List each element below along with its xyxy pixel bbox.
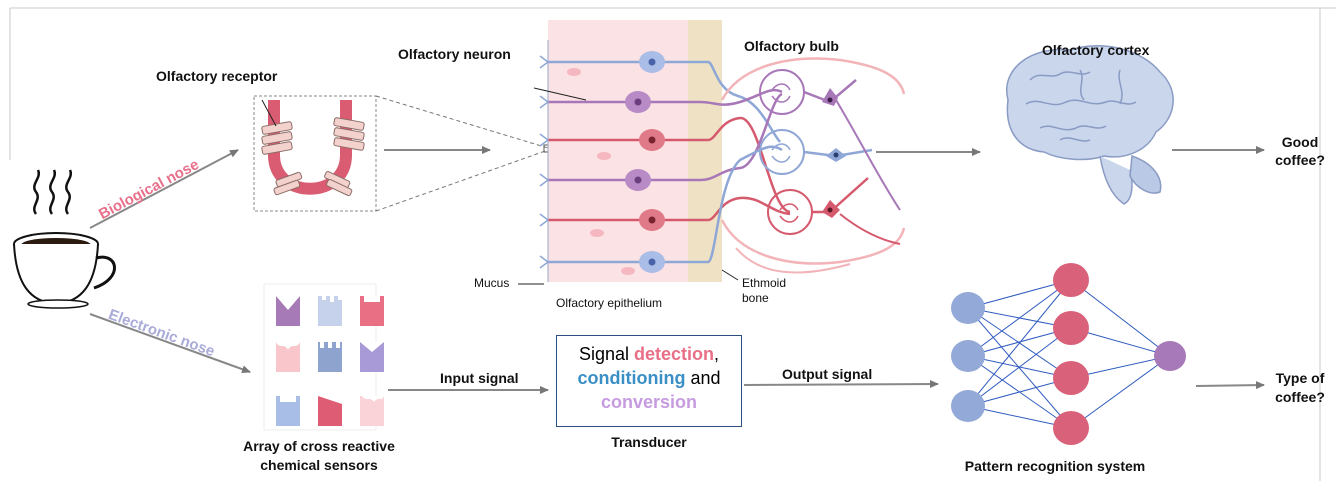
label-good-coffee-line2: coffee? xyxy=(1275,152,1325,168)
network-edge xyxy=(967,327,1072,407)
network-edge xyxy=(967,307,1072,429)
output-node xyxy=(1154,341,1186,371)
olfactory-bulb xyxy=(720,57,906,274)
transducer-text-signal: Signal xyxy=(578,344,634,364)
label-olfactory-epithelium: Olfactory epithelium xyxy=(556,296,663,310)
network-nodes xyxy=(951,263,1186,445)
network-edge xyxy=(1070,355,1171,429)
hidden-node xyxy=(1053,263,1089,297)
transducer-text-conditioning: conditioning xyxy=(577,368,686,388)
input-node xyxy=(951,292,985,324)
label-type-coffee-line1: Type of xyxy=(1275,370,1325,386)
input-node xyxy=(951,390,985,422)
neuron-bodies xyxy=(625,51,665,273)
ethmoid-bone-region xyxy=(688,20,722,282)
olfactory-epithelium-region xyxy=(548,20,688,282)
sensor-array xyxy=(263,283,384,431)
network-edge xyxy=(967,279,1072,407)
label-mucus: Mucus xyxy=(474,276,510,290)
arrow-type-output xyxy=(1195,381,1265,390)
receptor-box xyxy=(253,95,377,212)
label-olfactory-cortex: Olfactory cortex xyxy=(1042,42,1150,58)
label-ethmoid-line1: Ethmoid xyxy=(742,276,787,290)
label-transducer: Transducer xyxy=(611,434,687,450)
coffee-cup-icon xyxy=(13,169,116,309)
zoom-line-top xyxy=(375,95,549,149)
mitral-cells xyxy=(822,88,846,218)
network-connections xyxy=(967,279,1171,429)
hidden-node xyxy=(1053,411,1089,445)
olfactory-neurons xyxy=(539,40,791,282)
arrow-output-signal xyxy=(743,380,939,389)
bone-pointer xyxy=(721,269,739,281)
transducer-text-conversion: conversion xyxy=(600,392,698,412)
label-olfactory-receptor: Olfactory receptor xyxy=(156,68,278,84)
label-pattern-recognition: Pattern recognition system xyxy=(964,458,1146,474)
label-output-signal: Output signal xyxy=(782,366,873,382)
network-edge xyxy=(967,279,1072,357)
input-node xyxy=(951,340,985,372)
label-array-line2: chemical sensors xyxy=(260,457,378,473)
hidden-node xyxy=(1053,361,1089,395)
transducer-text-comma: , xyxy=(714,344,720,364)
label-good-coffee-line1: Good xyxy=(1281,134,1319,150)
arrow-biological xyxy=(89,149,239,229)
label-olfactory-bulb: Olfactory bulb xyxy=(744,38,839,54)
arrow-electronic xyxy=(89,313,251,374)
brain-icon xyxy=(1005,45,1174,205)
label-input-signal: Input signal xyxy=(440,370,519,386)
transducer-box: Signal detection, conditioning and conve… xyxy=(556,335,742,427)
network-edge xyxy=(1070,279,1171,357)
label-type-coffee-line2: coffee? xyxy=(1275,389,1325,405)
transducer-text-and: and xyxy=(685,368,721,388)
hidden-node xyxy=(1053,311,1089,345)
label-ethmoid-line2: bone xyxy=(742,291,769,305)
neuron-pointer xyxy=(533,87,587,101)
epithelium-cells xyxy=(567,68,635,275)
label-array-line1: Array of cross reactive xyxy=(243,438,395,454)
zoom-line-bottom xyxy=(375,149,549,212)
label-olfactory-neuron: Olfactory neuron xyxy=(398,46,511,62)
transducer-text-detection: detection xyxy=(634,344,715,364)
